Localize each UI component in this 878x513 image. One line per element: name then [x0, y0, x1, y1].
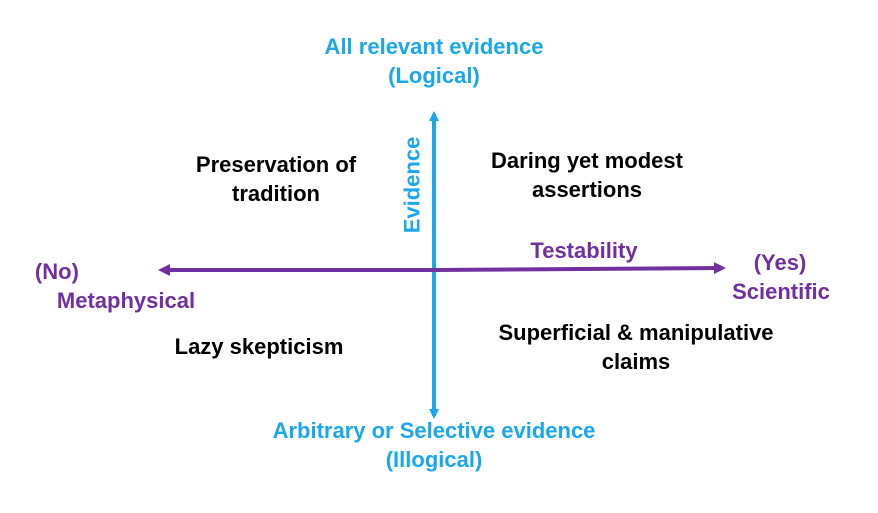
quadrant-bottom-right: Superficial & manipulative claims — [498, 318, 773, 376]
evidence-top-line1: All relevant evidence — [324, 34, 544, 59]
testability-axis-line-right — [433, 262, 726, 275]
evidence-bottom-line1: Arbitrary or Selective evidence — [272, 418, 596, 443]
quadrant-top-right-line2: assertions — [531, 177, 643, 203]
quadrant-top-left-line2: tradition — [231, 181, 320, 207]
testability-right-label: (Yes) Scientific — [732, 248, 830, 306]
quadrant-bottom-right-line2: claims — [601, 349, 671, 375]
quadrant-bottom-right-line1: Superficial & manipulative — [498, 320, 774, 345]
evidence-bottom-label: Arbitrary or Selective evidence (Illogic… — [273, 416, 596, 474]
quadrant-top-left: Preservation of tradition — [196, 150, 356, 208]
quadrant-bottom-left-line1: Lazy skepticism — [174, 334, 344, 359]
evidence-top-label: All relevant evidence (Logical) — [325, 32, 544, 90]
quadrant-top-left-line1: Preservation of — [195, 152, 357, 177]
quadrant-top-right-line1: Daring yet modest — [491, 148, 683, 173]
testability-right-line2: Scientific — [732, 279, 830, 305]
testability-axis-title: Testability — [530, 238, 638, 263]
evidence-top-line2: (Logical) — [388, 63, 480, 89]
quadrant-top-right: Daring yet modest assertions — [491, 146, 683, 204]
testability-left-line2: Metaphysical — [56, 288, 196, 314]
testability-left-line1: (No) — [34, 259, 79, 284]
quadrant-bottom-left: Lazy skepticism — [175, 332, 344, 361]
testability-left-label: (No) Metaphysical — [35, 257, 196, 315]
evidence-bottom-line2: (Illogical) — [385, 447, 483, 473]
testability-right-line1: (Yes) — [753, 250, 807, 275]
evidence-axis-title: Evidence — [399, 136, 425, 234]
